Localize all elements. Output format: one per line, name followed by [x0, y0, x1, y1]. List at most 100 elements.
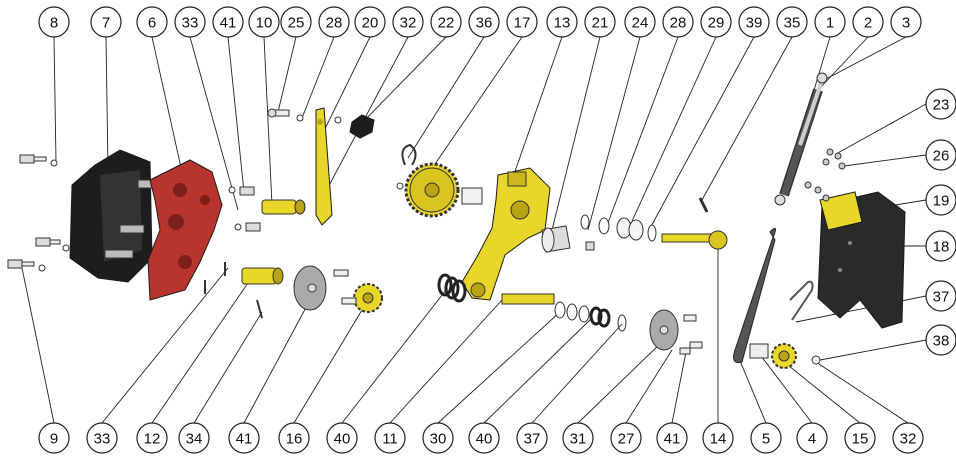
leader-top-22 — [359, 36, 447, 126]
leader-bottom-40 — [483, 317, 593, 424]
callout-number: 41 — [664, 431, 681, 448]
callout-number: 37 — [933, 289, 950, 306]
top-callout-33: 33 — [174, 6, 206, 38]
bottom-callout-14: 14 — [702, 422, 734, 454]
callout-number: 38 — [933, 333, 950, 350]
leader-bottom-41 — [671, 351, 687, 424]
callout-number: 40 — [476, 431, 493, 448]
leader-top-10 — [263, 36, 273, 206]
top-callout-28: 28 — [318, 6, 350, 38]
callout-circle — [326, 422, 358, 454]
callout-number: 28 — [326, 15, 343, 32]
callout-number: 33 — [182, 15, 199, 32]
right-callout-23: 23 — [925, 88, 956, 120]
callout-number: 3 — [902, 15, 910, 32]
yellow-pin-10 — [261, 199, 306, 215]
top-callout-24: 24 — [624, 6, 656, 38]
callout-circle — [584, 6, 616, 38]
right-callout-19: 19 — [925, 184, 956, 216]
leader-bottom-4 — [757, 351, 813, 424]
callout-number: 8 — [50, 15, 58, 32]
callout-number: 5 — [762, 431, 770, 448]
callout-circle — [892, 422, 924, 454]
leader-top-39 — [647, 36, 755, 233]
leader-lines — [21, 36, 927, 424]
bottom-callout-37: 37 — [516, 422, 548, 454]
right-callout-18: 18 — [925, 230, 956, 262]
callout-circle — [624, 6, 656, 38]
right-callout-37: 37 — [925, 280, 956, 312]
callout-number: 39 — [746, 15, 763, 32]
leader-top-7 — [105, 36, 109, 171]
bottom-callout-41: 41 — [656, 422, 688, 454]
top-callout-35: 35 — [776, 6, 808, 38]
callout-circle — [738, 6, 770, 38]
callout-circle — [374, 422, 406, 454]
leader-top-17 — [419, 36, 523, 187]
top-callout-3: 3 — [890, 6, 922, 38]
callout-number: 6 — [148, 15, 156, 32]
bottom-callout-27: 27 — [610, 422, 642, 454]
callout-circle — [925, 280, 956, 312]
callout-circle — [546, 6, 578, 38]
callout-number: 40 — [334, 431, 351, 448]
callout-number: 21 — [592, 15, 609, 32]
top-callout-36: 36 — [468, 6, 500, 38]
leader-bottom-40 — [341, 289, 447, 424]
leader-bottom-27 — [625, 349, 673, 424]
large-gear-17 — [404, 162, 460, 218]
callout-number: 25 — [288, 15, 305, 32]
callout-number: 41 — [220, 15, 237, 32]
knob-22 — [349, 114, 375, 139]
top-callout-1: 1 — [814, 6, 846, 38]
callout-circle — [178, 422, 210, 454]
callout-number: 11 — [382, 431, 398, 448]
bolts-41 — [228, 186, 261, 232]
washers-24 — [580, 214, 657, 251]
leader-right-26 — [843, 154, 927, 167]
top-callout-39: 39 — [738, 6, 770, 38]
bottom-callout-9: 9 — [38, 422, 70, 454]
callout-circle — [925, 88, 956, 120]
leader-bottom-41 — [243, 299, 311, 424]
top-callout-22: 22 — [430, 6, 462, 38]
callout-number: 37 — [524, 431, 541, 448]
top-callout-2: 2 — [852, 6, 884, 38]
callout-circle — [280, 6, 312, 38]
callout-number: 19 — [933, 193, 950, 210]
leader-top-2 — [819, 36, 869, 89]
bottom-callout-4: 4 — [796, 422, 828, 454]
bottom-callout-41: 41 — [228, 422, 260, 454]
gas-spring — [774, 72, 828, 206]
leader-top-24 — [587, 36, 641, 231]
leader-bottom-34 — [193, 311, 263, 424]
leader-top-21 — [551, 36, 601, 231]
leader-bottom-16 — [293, 299, 369, 424]
leader-bottom-37 — [531, 323, 623, 424]
callout-circle — [248, 6, 280, 38]
callout-number: 26 — [933, 148, 950, 165]
callout-number: 17 — [514, 15, 531, 32]
callout-number: 14 — [710, 431, 727, 448]
callout-number: 23 — [933, 97, 950, 114]
callout-number: 20 — [362, 15, 379, 32]
bottom-callout-15: 15 — [844, 422, 876, 454]
spring-40 — [437, 273, 467, 303]
washers-30 — [554, 301, 627, 332]
top-callout-21: 21 — [584, 6, 616, 38]
chain-5 — [733, 227, 776, 363]
callout-circle — [700, 6, 732, 38]
callout-circle — [750, 422, 782, 454]
callout-number: 32 — [900, 431, 917, 448]
leader-top-13 — [511, 36, 563, 181]
lever-arm-20 — [315, 107, 333, 226]
top-callout-32: 32 — [392, 6, 424, 38]
leader-bottom-32 — [815, 361, 909, 424]
callout-circle — [90, 6, 122, 38]
callout-circle — [354, 6, 386, 38]
leader-bottom-11 — [389, 299, 503, 424]
yellow-shaft-12 — [241, 267, 284, 285]
bottom-callout-33: 33 — [86, 422, 118, 454]
